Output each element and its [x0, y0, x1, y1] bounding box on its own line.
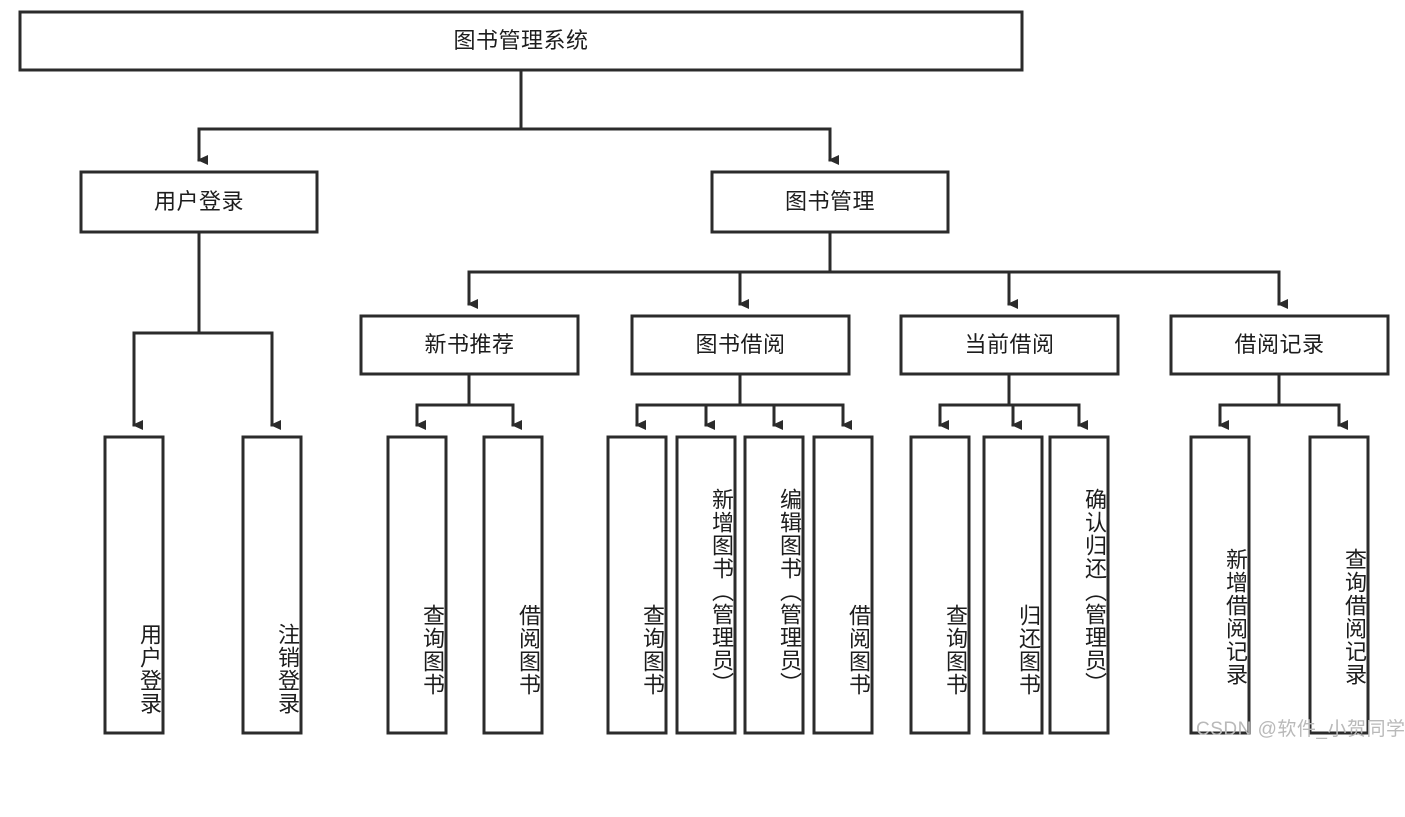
diagram-canvas: 图书管理系统 用户登录 图书管理 新书推荐 图书借阅 当前借阅 借阅记录 用户登… — [18, 10, 1405, 740]
node-box-leaf-borrow-book-1[interactable] — [482, 435, 544, 735]
node-box-leaf-query-book-3[interactable] — [909, 435, 971, 735]
node-box-leaf-confirm-return[interactable] — [1048, 435, 1110, 735]
node-box-root[interactable] — [18, 10, 1024, 72]
node-box-leaf-edit-book[interactable] — [743, 435, 805, 735]
node-box-book-borrow[interactable] — [630, 314, 851, 376]
watermark-csdn: CSDN @软件_小贺同学 — [1196, 719, 1405, 740]
node-box-leaf-query-record[interactable] — [1308, 435, 1370, 735]
node-box-current-borrow[interactable] — [899, 314, 1120, 376]
node-box-leaf-logout[interactable] — [241, 435, 303, 735]
node-box-user-login[interactable] — [79, 170, 319, 234]
diagram-svg — [18, 10, 1390, 735]
node-box-borrow-record[interactable] — [1169, 314, 1390, 376]
node-box-leaf-query-book-1[interactable] — [386, 435, 448, 735]
node-box-leaf-borrow-book-2[interactable] — [812, 435, 874, 735]
node-box-leaf-return-book[interactable] — [982, 435, 1044, 735]
node-box-book-management[interactable] — [710, 170, 950, 234]
node-box-leaf-user-login[interactable] — [103, 435, 165, 735]
node-box-leaf-add-book[interactable] — [675, 435, 737, 735]
node-box-leaf-add-record[interactable] — [1189, 435, 1251, 735]
node-box-leaf-query-book-2[interactable] — [606, 435, 668, 735]
node-box-new-book-recommend[interactable] — [359, 314, 580, 376]
